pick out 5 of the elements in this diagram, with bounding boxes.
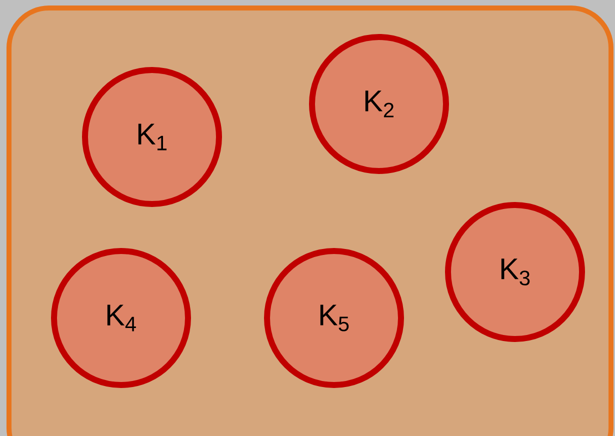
circle-node: K$_{3}$ [445,202,585,342]
circle-node: K$_{5}$ [264,248,404,388]
circle-node: K$_{2}$ [309,34,449,174]
circle-node: K$_{1}$ [82,67,222,207]
circle-node: K$_{4}$ [51,248,191,388]
